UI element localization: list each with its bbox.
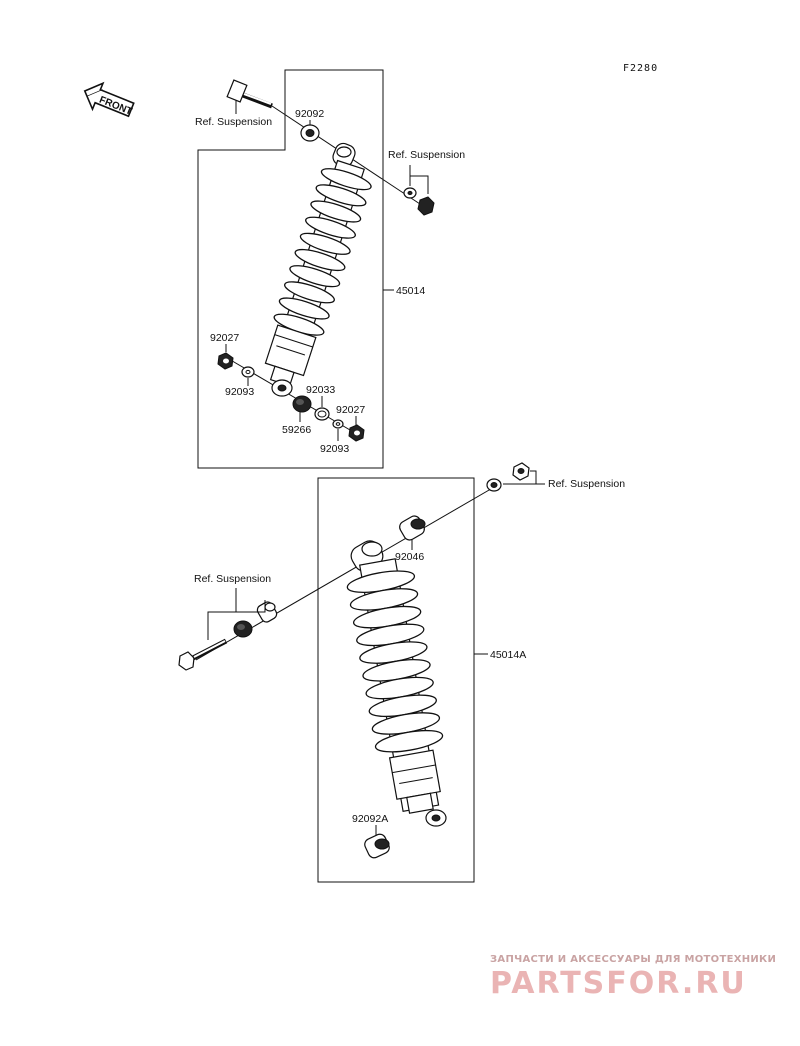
nut-92027-right (348, 424, 365, 442)
collar-92046 (399, 515, 426, 541)
label-92092A: 92092A (352, 813, 388, 825)
upper-group-bracket (197, 69, 384, 469)
lower-shock-assembly: Ref. Suspension 92046 Ref. Suspension (178, 462, 625, 883)
label-92033: 92033 (306, 384, 335, 396)
label-ref-suspension-3: Ref. Suspension (548, 478, 625, 490)
diagram-code: F2280 (623, 63, 658, 74)
nut-lower-right (512, 462, 530, 481)
label-92027-b: 92027 (336, 404, 365, 416)
oring-92033 (314, 407, 330, 421)
label-ref-suspension-2: Ref. Suspension (388, 149, 465, 161)
washer-92093-left (241, 366, 255, 378)
label-59266: 59266 (282, 424, 311, 436)
upper-shock-assembly: 92092 Ref. Suspension Ref. Suspension (195, 69, 465, 469)
washer-upper-right (403, 187, 417, 199)
label-92027-a: 92027 (210, 332, 239, 344)
watermark-brand: PARTSFOR.RU (490, 966, 747, 1001)
bolt-lower-left (178, 638, 228, 671)
collar-lower-left-light (256, 601, 278, 623)
lower-group-bracket (317, 477, 475, 883)
top-bolt-upper (226, 79, 273, 109)
label-ref-suspension-4: Ref. Suspension (194, 573, 271, 585)
collar-92092 (300, 124, 320, 142)
label-92046: 92046 (395, 551, 424, 563)
washer-92093-right (332, 419, 344, 429)
front-arrow-icon: FRONT (83, 81, 135, 118)
label-92093-a: 92093 (225, 386, 254, 398)
collar-lower-right (486, 478, 502, 492)
nut-upper-right (417, 196, 435, 216)
collar-lower-left-dark (233, 620, 253, 638)
shock-absorber-45014 (264, 159, 372, 387)
label-92093-b: 92093 (320, 443, 349, 455)
shock-lower-eye-upper (271, 379, 293, 397)
nut-92027-left (217, 352, 234, 370)
label-92092: 92092 (295, 108, 324, 120)
label-45014A: 45014A (490, 649, 526, 661)
collar-92092A (364, 833, 390, 859)
watermark-tagline: ЗАПЧАСТИ И АКСЕССУАРЫ ДЛЯ МОТОТЕХНИКИ (490, 954, 776, 965)
label-ref-suspension-1: Ref. Suspension (195, 116, 272, 128)
watermark: ЗАПЧАСТИ И АКСЕССУАРЫ ДЛЯ МОТОТЕХНИКИ PA… (490, 954, 776, 1001)
shock-absorber-45014A (346, 558, 444, 814)
label-45014: 45014 (396, 285, 425, 297)
collar-59266 (292, 395, 312, 413)
shock-lower-eye-lower (425, 809, 447, 827)
